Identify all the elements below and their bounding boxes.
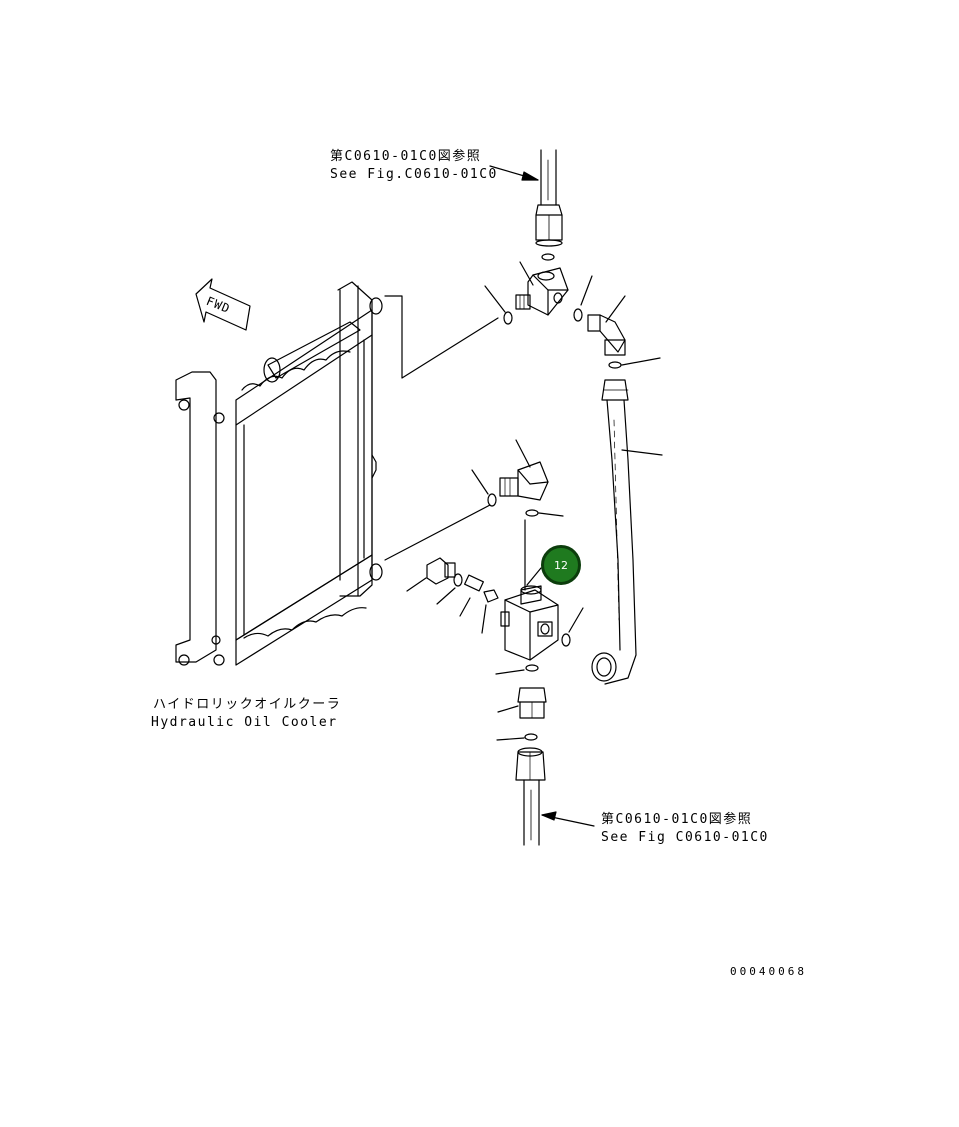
top-hose <box>535 149 563 247</box>
o-ring-middle <box>487 493 497 507</box>
upper-elbow-fitting <box>587 295 626 356</box>
bottom-reference-arrow <box>541 811 595 827</box>
document-id: 00040068 <box>730 965 807 978</box>
middle-elbow-fitting <box>499 439 549 501</box>
cooler-label-en: Hydraulic Oil Cooler <box>151 715 338 730</box>
callout-badge-12[interactable]: 12 <box>541 545 581 585</box>
top-reference-arrow <box>489 165 539 181</box>
o-ring-top <box>541 253 555 261</box>
plug-and-check-parts <box>406 557 499 634</box>
o-ring-block-top <box>525 509 539 517</box>
bottom-hose <box>515 747 546 846</box>
o-ring-upper-right <box>573 308 583 322</box>
top-reference-en: See Fig.C0610-01C0 <box>330 167 498 182</box>
upper-tee-fitting <box>515 261 569 316</box>
bottom-adapter <box>497 687 547 719</box>
cooler-label-ja: ハイドロリックオイルクーラ <box>153 697 342 712</box>
hydraulic-oil-cooler <box>175 281 383 666</box>
bottom-reference-en: See Fig C0610-01C0 <box>601 830 769 845</box>
fwd-arrow-icon <box>195 278 251 331</box>
cooler-upper-connection <box>384 295 499 379</box>
cooler-lower-connection <box>384 504 491 561</box>
o-ring-block-bottom <box>525 664 539 672</box>
o-ring-elbow <box>608 361 622 369</box>
right-long-hose <box>591 379 663 685</box>
bottom-reference-ja: 第C0610-01C0図参照 <box>601 812 753 827</box>
o-ring-upper-left <box>503 311 513 325</box>
o-ring-lower-right <box>561 633 571 647</box>
valve-block <box>500 567 559 661</box>
o-ring-bottom <box>524 733 538 741</box>
top-reference-ja: 第C0610-01C0図参照 <box>330 149 482 164</box>
